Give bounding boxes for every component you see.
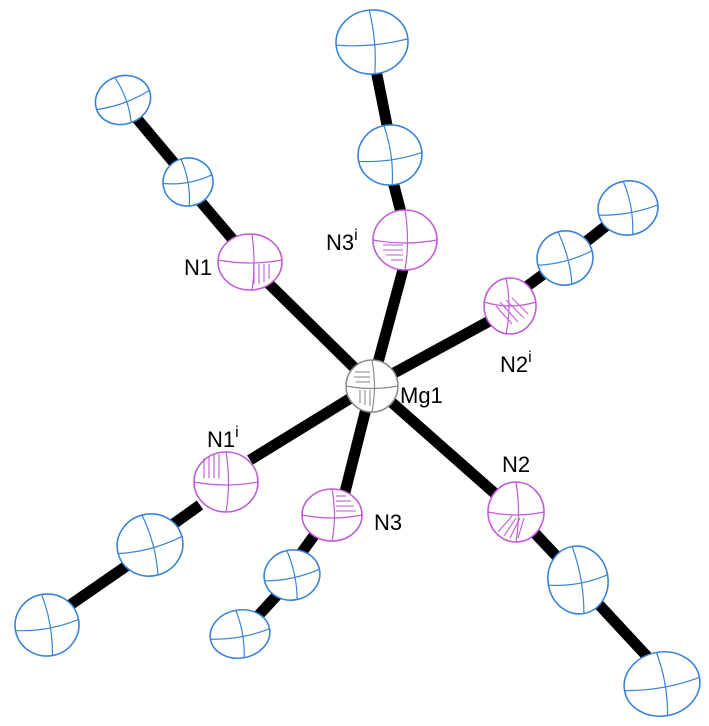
- label-n3i: N3i: [326, 227, 358, 255]
- label-mg1: Mg1: [400, 383, 443, 408]
- label-n1: N1: [184, 255, 212, 280]
- carbon-atom-upper-left-inner: [162, 157, 214, 207]
- nitrogen-atom-n1: [217, 233, 283, 291]
- carbon-atom-upper-right-terminal: [597, 180, 659, 236]
- carbon-atom-top-terminal: [335, 9, 409, 75]
- bond-mg1-n2: [368, 380, 504, 503]
- nitrogen-atom-n3: [301, 488, 363, 542]
- bond-c-c-top: [369, 63, 394, 132]
- magnesium-atom-mg1: [345, 359, 399, 413]
- bond-c-c-lower-right: [585, 591, 660, 669]
- carbon-atom-bottom-terminal: [209, 608, 271, 660]
- nitrogen-atom-n2: [487, 481, 545, 543]
- carbon-atom-upper-left-terminal: [94, 74, 152, 126]
- carbon-atom-lower-right-terminal: [623, 651, 701, 717]
- label-n2: N2: [502, 452, 530, 477]
- label-n2i: N2i: [500, 349, 532, 377]
- carbon-atom-bottom-inner: [263, 549, 321, 601]
- carbon-atom-upper-right-inner: [536, 230, 594, 286]
- nitrogen-atom-n2i: [483, 277, 537, 335]
- carbon-atom-lower-left-inner: [116, 513, 184, 577]
- carbon-atoms: [14, 9, 701, 717]
- carbon-atom-lower-left-terminal: [14, 593, 80, 657]
- nitrogen-atom-n3i: [372, 209, 438, 271]
- nitrogen-atom-n1i: [193, 451, 259, 513]
- carbon-atom-lower-right-inner: [547, 545, 609, 615]
- label-n1i: N1i: [207, 424, 239, 452]
- label-n3: N3: [374, 510, 402, 535]
- atom-labels: N1 N3i N2i Mg1 N1i N2 N3: [184, 227, 532, 535]
- carbon-atom-top-inner: [357, 124, 423, 186]
- nitrogen-atoms: [193, 209, 545, 543]
